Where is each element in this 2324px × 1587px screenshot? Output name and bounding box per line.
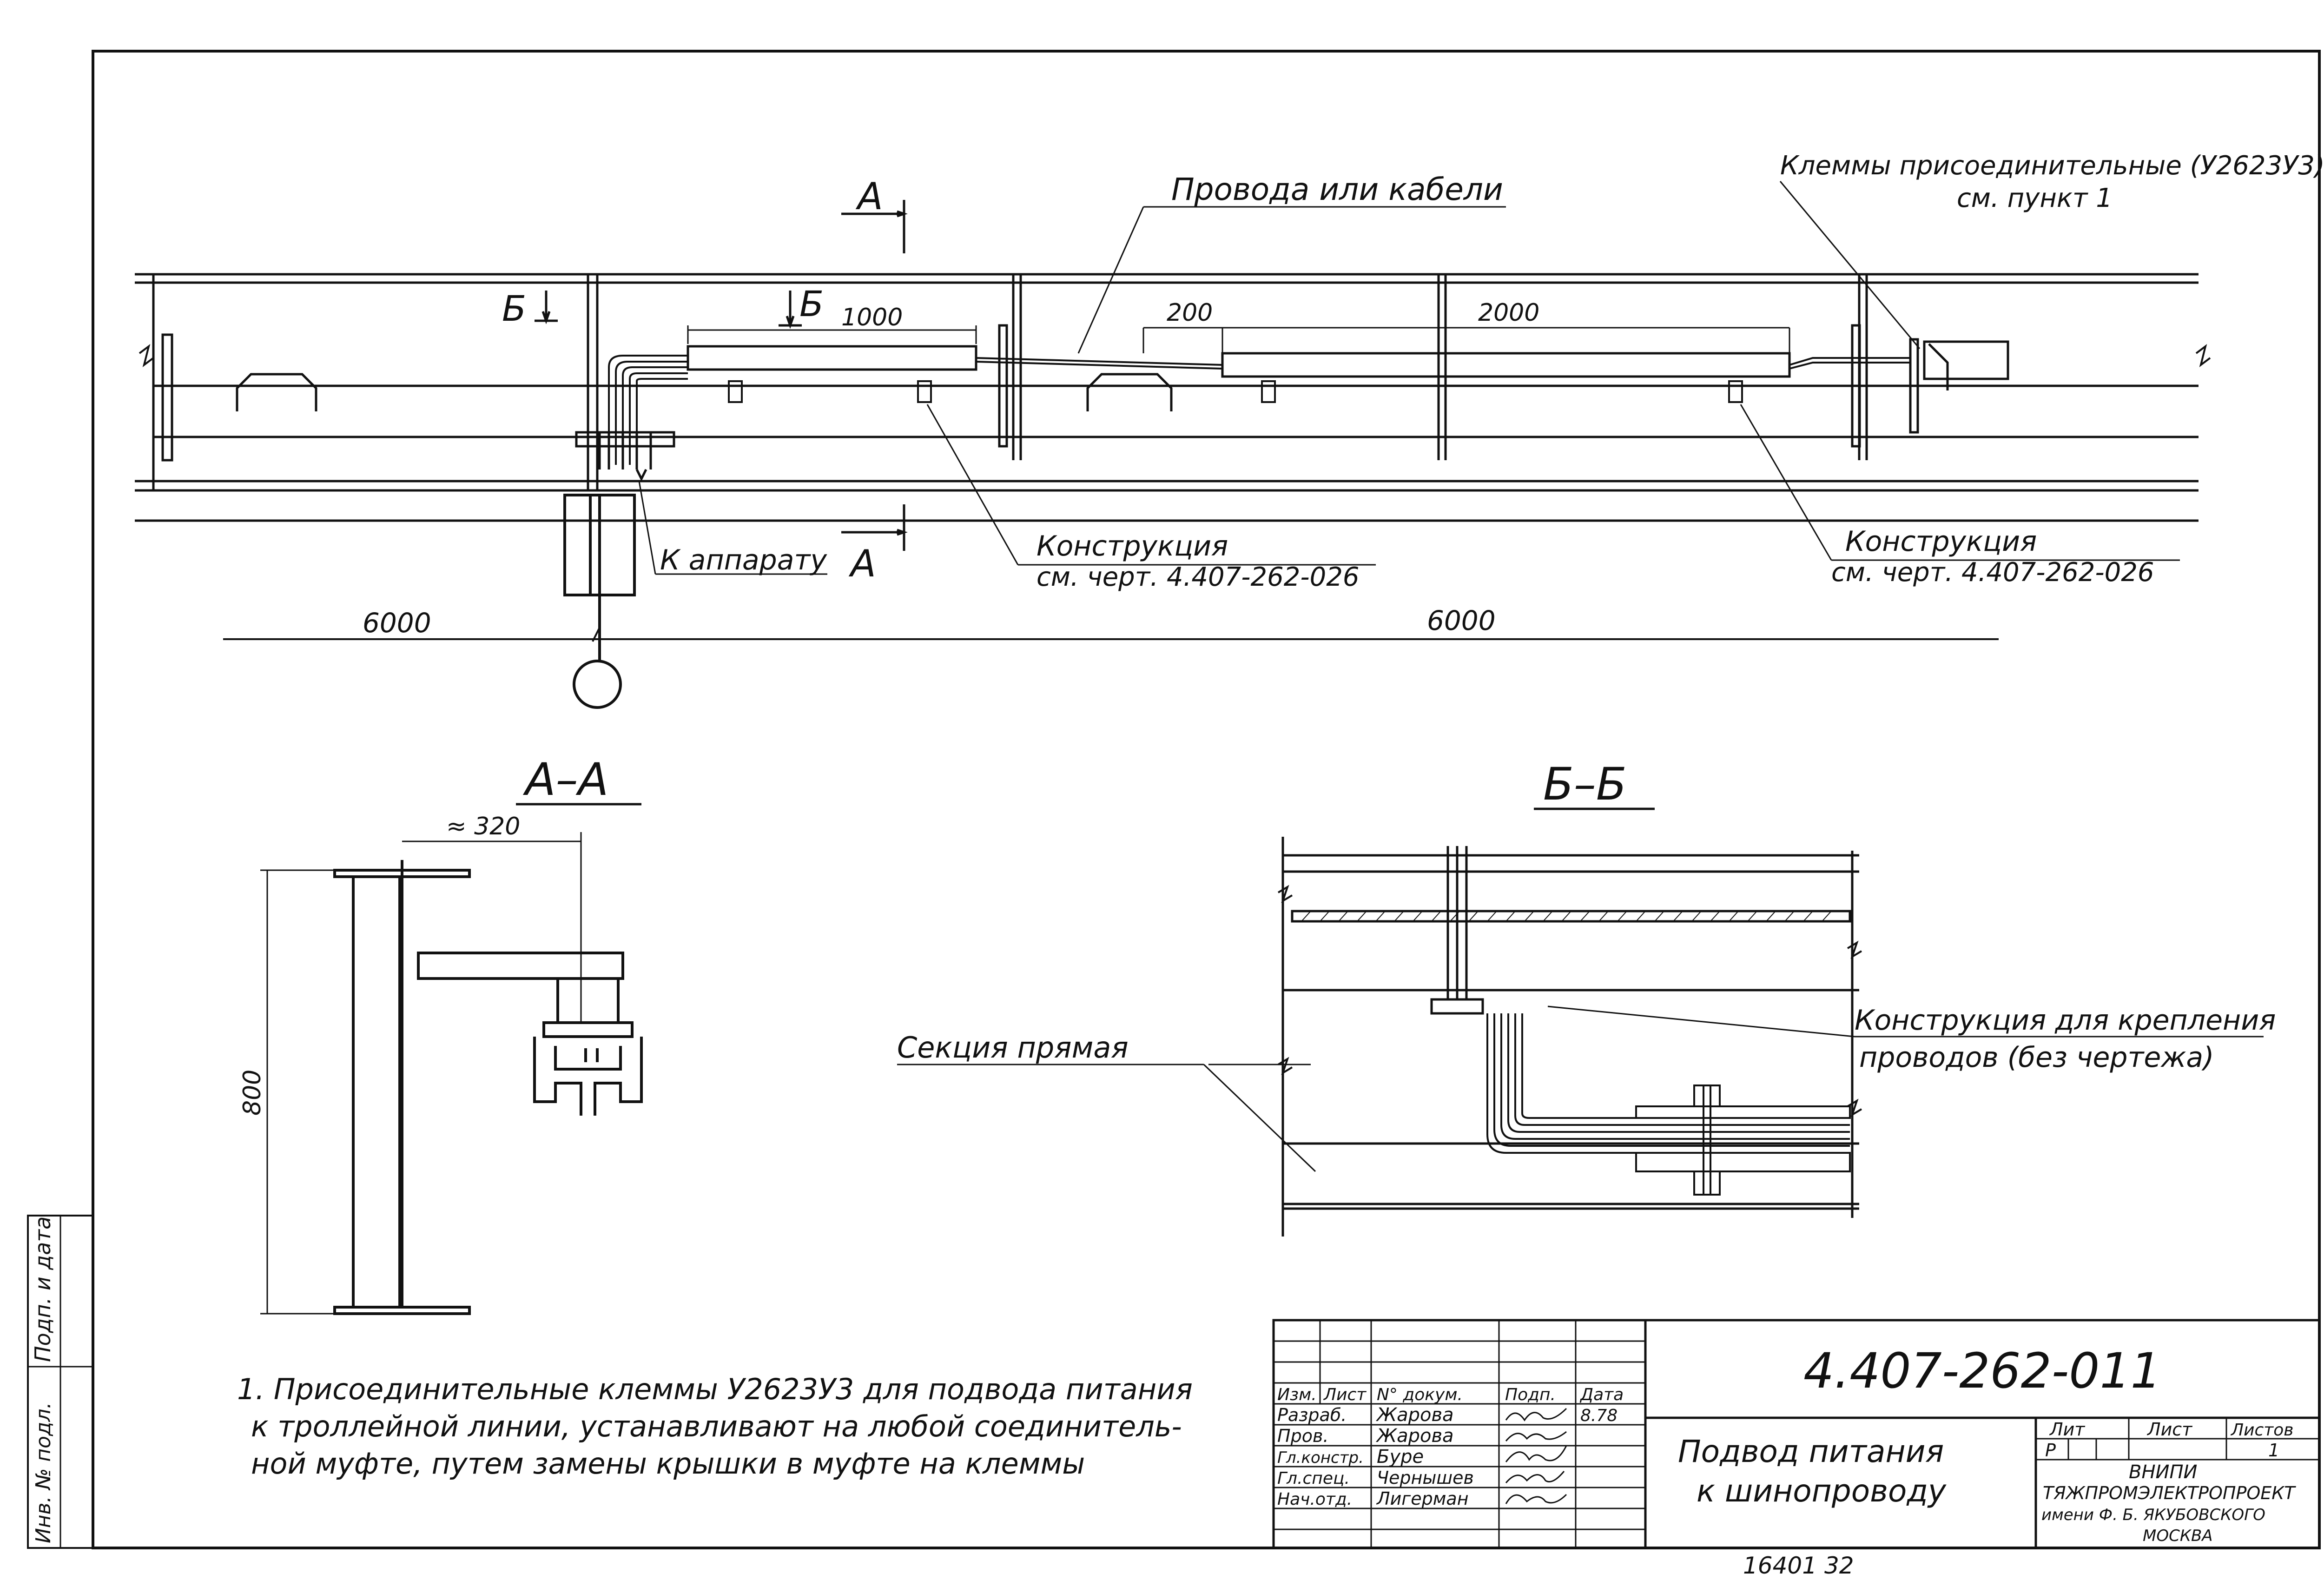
tb-header-list: Лист	[1323, 1385, 1367, 1404]
side-stamp-sign-date: Подп. и дата	[30, 1217, 55, 1362]
tb-sheets-value: 1	[2268, 1440, 2279, 1461]
section-bb-title: Б–Б	[1543, 758, 1627, 810]
note-line-1: 1. Присоединительные клеммы У2623У3 для …	[237, 1372, 1193, 1406]
notes: 1. Присоединительные клеммы У2623У3 для …	[237, 1372, 1193, 1481]
signatures	[1505, 1408, 1567, 1504]
label-fixing-line2: проводов (без чертежа)	[1859, 1041, 2214, 1074]
tb-sheet-label: Лист	[2146, 1419, 2193, 1440]
section-mark-b-right: Б	[799, 283, 824, 324]
tb-header-sign: Подп.	[1505, 1385, 1556, 1404]
side-stamp: Подп. и дата Инв. № подл.	[27, 1215, 94, 1549]
dim-1000: 1000	[841, 304, 903, 331]
section-aa-title: А–А	[522, 754, 608, 806]
tb-title-line2: к шинопроводу	[1697, 1473, 1947, 1509]
tb-lit-label: Лит	[2049, 1419, 2086, 1440]
tb-title-line1: Подвод питания	[1678, 1434, 1944, 1469]
tb-row-role: Гл.спец.	[1277, 1469, 1350, 1488]
label-straight-section: Секция прямая	[897, 1031, 1129, 1065]
tb-org-line1: ВНИПИ	[2129, 1461, 2197, 1483]
tb-header-izm: Изм.	[1277, 1385, 1317, 1404]
tb-row-role: Нач.отд.	[1277, 1490, 1352, 1509]
dim-6000-right: 6000	[1427, 605, 1496, 636]
section-bb: Б–Б	[897, 758, 2276, 1237]
tb-row-role: Пров.	[1277, 1426, 1328, 1446]
tb-org-line4: МОСКВА	[2143, 1527, 2213, 1545]
tb-row-name: Жарова	[1375, 1425, 1454, 1447]
label-wires: Провода или кабели	[1171, 172, 1503, 207]
plan-view: 6000 6000 А А Б Б 1000	[135, 151, 2324, 709]
tb-row-name: Чернышев	[1377, 1468, 1474, 1488]
tb-document-code: 4.407-262-011	[1803, 1342, 2161, 1399]
title-block: Изм. Лист N° докум. Подп. Дата Разраб. Ж…	[1272, 1319, 2321, 1549]
dim-2000: 2000	[1478, 299, 1539, 327]
dim-800: 800	[238, 1070, 266, 1116]
label-to-device: К аппарату	[660, 544, 827, 576]
tb-row-role: Гл.констр.	[1277, 1448, 1364, 1467]
section-mark-a-bottom: А	[848, 542, 876, 585]
tb-org-line3: имени Ф. Б. ЯКУБОВСКОГО	[2041, 1506, 2265, 1524]
section-mark-b-left: Б	[502, 288, 526, 329]
tb-header-doc: N° докум.	[1377, 1385, 1463, 1404]
note-line-3: ной муфте, путем замены крышки в муфте н…	[251, 1447, 1085, 1481]
label-clamps-2: см. пункт 1	[1957, 183, 2113, 213]
label-fixing-line1: Конструкция для крепления	[1855, 1004, 2276, 1037]
section-aa: А–А ≈ 320 800	[238, 754, 643, 1315]
section-mark-a-top: А	[855, 175, 883, 218]
side-stamp-inv: Инв. № подл.	[32, 1402, 55, 1543]
tb-row-date: 8.78	[1580, 1406, 1618, 1425]
tb-org-line2: ТЯЖПРОМЭЛЕКТРОПРОЕКТ	[2043, 1483, 2296, 1503]
dim-320: ≈ 320	[446, 813, 520, 840]
note-line-2: к троллейной линии, устанавливают на люб…	[251, 1409, 1182, 1443]
tb-row-name: Буре	[1377, 1446, 1424, 1468]
footer-number: 16401 32	[1743, 1552, 1854, 1579]
tb-header-date: Дата	[1579, 1385, 1624, 1404]
label-construction-1-line2: см. черт. 4.407-262-026	[1037, 562, 1359, 592]
label-clamps-1: Клеммы присоединительные (У2623У3)	[1780, 151, 2324, 181]
tb-sheets-label: Листов	[2230, 1421, 2293, 1440]
dim-6000-left: 6000	[363, 607, 431, 639]
dim-200: 200	[1167, 299, 1213, 327]
tb-row-role: Разраб.	[1277, 1405, 1347, 1425]
tb-lit-value: Р	[2045, 1440, 2056, 1461]
label-construction-2-line1: Конструкция	[1845, 525, 2037, 558]
label-construction-1-line1: Конструкция	[1037, 530, 1228, 562]
tb-row-name: Жарова	[1375, 1404, 1454, 1426]
label-construction-2-line2: см. черт. 4.407-262-026	[1831, 557, 2154, 588]
sheet-frame	[92, 50, 2321, 1549]
tb-row-name: Лигерман	[1376, 1488, 1469, 1509]
